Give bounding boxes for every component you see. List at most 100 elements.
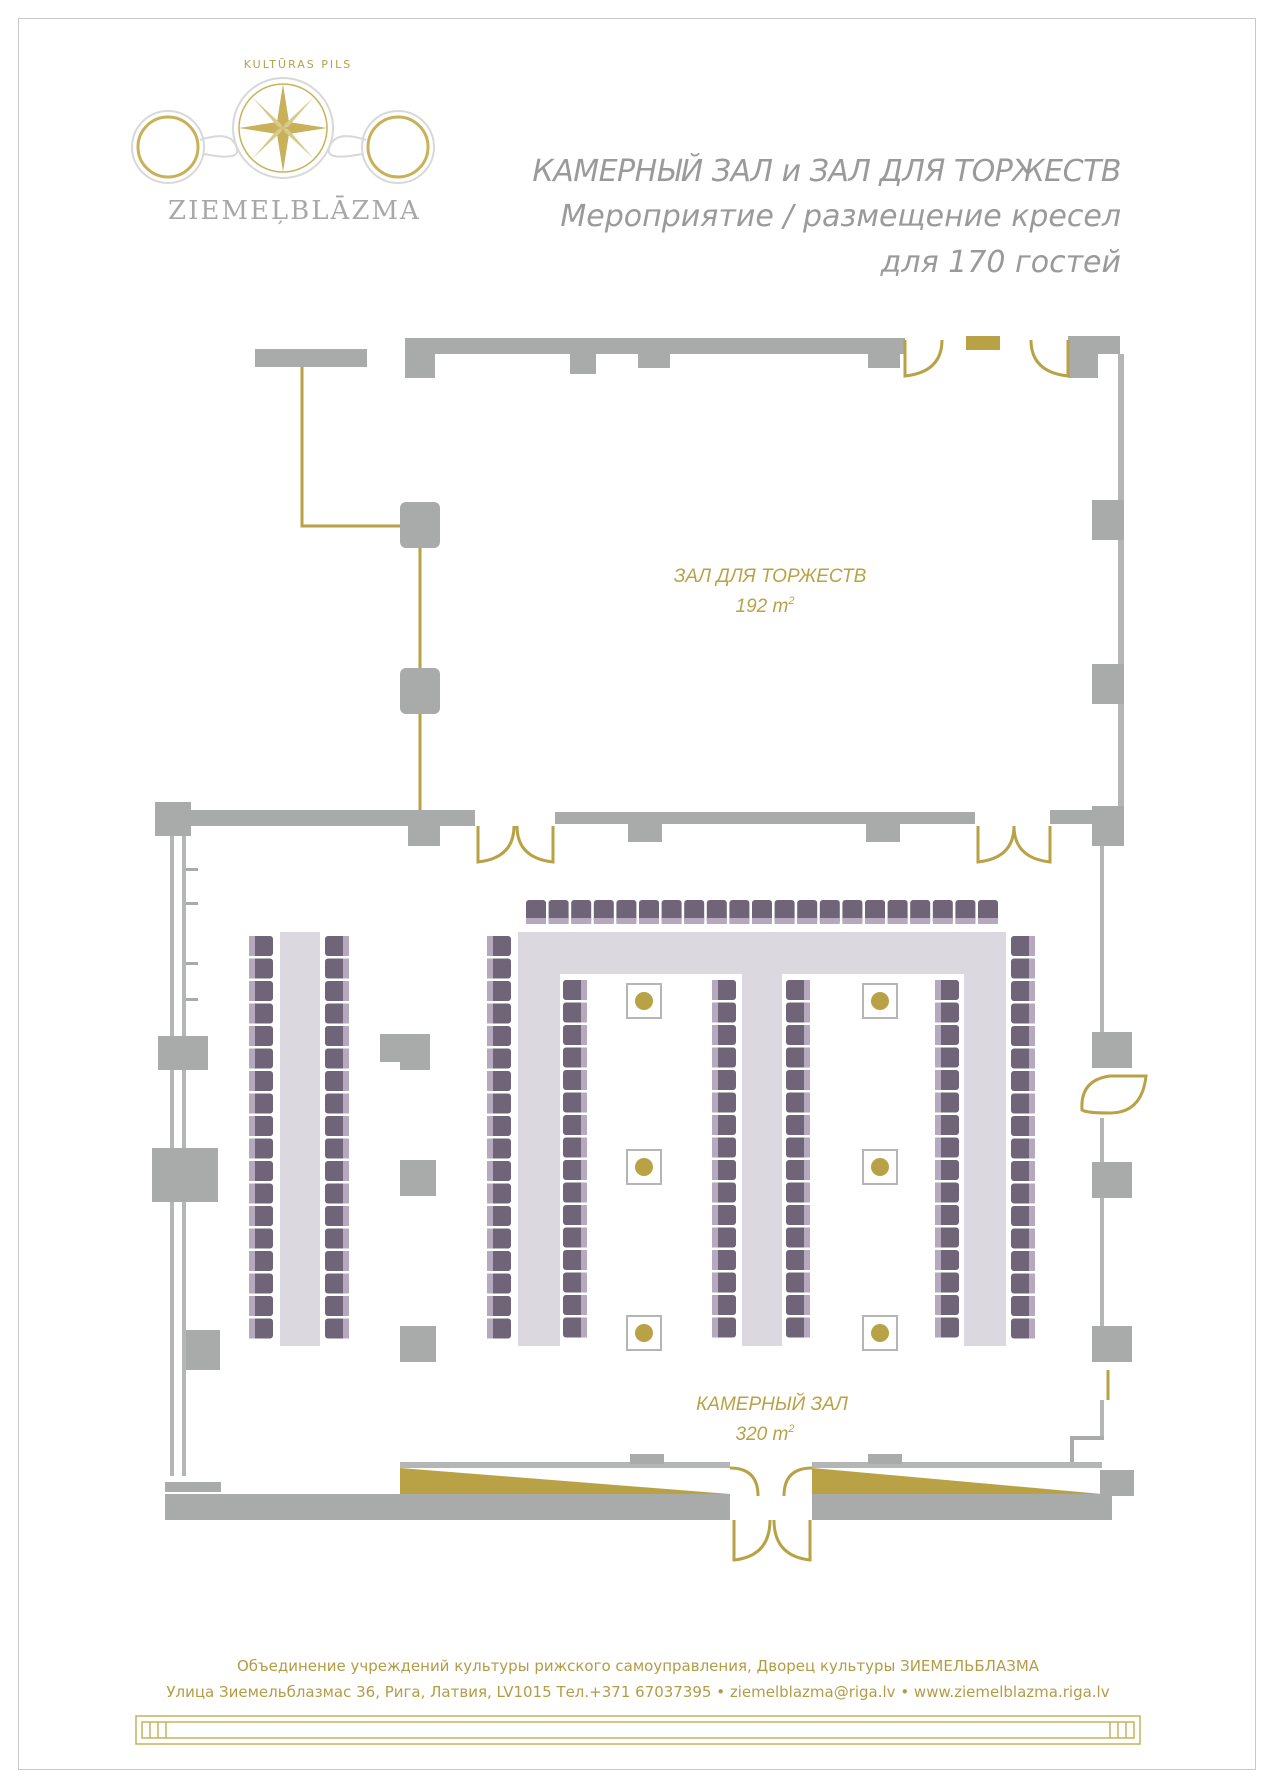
chair — [1011, 1026, 1035, 1046]
chair — [487, 1048, 511, 1069]
chair — [548, 900, 569, 924]
logo-emblem — [131, 77, 435, 184]
chair — [712, 1317, 736, 1338]
chair — [325, 1071, 349, 1091]
chair — [487, 1273, 511, 1294]
chair — [325, 958, 349, 979]
logo-arc-text: KULTŪRAS PILS — [243, 58, 353, 71]
chair — [910, 900, 931, 924]
chair — [935, 1250, 959, 1270]
chair — [932, 900, 953, 924]
chair — [563, 1070, 587, 1090]
chair — [842, 900, 863, 924]
chair — [1011, 1116, 1035, 1136]
chair — [786, 1272, 810, 1293]
chair — [935, 1025, 959, 1045]
chair — [786, 1137, 810, 1158]
chair — [325, 1296, 349, 1316]
chair — [684, 900, 705, 924]
chair — [1011, 1251, 1035, 1271]
chair — [563, 1205, 587, 1225]
chair — [712, 1250, 736, 1270]
chair — [325, 1093, 349, 1114]
lower-room-name: КАМЕРНЫЙ ЗАЛ — [696, 1393, 849, 1415]
chair — [325, 1026, 349, 1046]
chair — [1011, 1206, 1035, 1226]
chair — [487, 1026, 511, 1046]
chair — [563, 980, 587, 1000]
chair — [712, 1137, 736, 1158]
lower-room-area: 320 m2 — [736, 1423, 795, 1445]
chair — [1011, 958, 1035, 979]
chair — [571, 900, 592, 924]
chair — [563, 1250, 587, 1270]
chair — [249, 1183, 273, 1204]
chair — [487, 1296, 511, 1316]
chair — [935, 1070, 959, 1090]
chair — [325, 936, 349, 956]
chairs-layer — [249, 900, 1035, 1339]
chair — [712, 1092, 736, 1113]
chair — [786, 1182, 810, 1203]
chair — [978, 900, 998, 924]
chair — [325, 1116, 349, 1136]
columns — [626, 983, 898, 1351]
chair — [935, 1272, 959, 1293]
chair — [487, 1093, 511, 1114]
chair — [487, 1071, 511, 1091]
chair — [487, 981, 511, 1001]
chair — [1011, 1138, 1035, 1159]
chair — [1011, 1318, 1035, 1339]
chair — [487, 1161, 511, 1181]
doors — [300, 336, 1148, 1562]
chair — [563, 1317, 587, 1338]
chair — [249, 1093, 273, 1114]
chair — [249, 936, 273, 956]
chair — [955, 900, 976, 924]
chair — [487, 958, 511, 979]
chair — [935, 1295, 959, 1315]
chair — [1011, 1296, 1035, 1316]
chair — [1011, 1071, 1035, 1091]
chair — [563, 1295, 587, 1315]
page-frame — [18, 18, 1256, 1770]
chair — [786, 1115, 810, 1135]
upper-room-area: 192 m2 — [736, 595, 795, 617]
chair — [249, 1138, 273, 1159]
chair — [325, 1183, 349, 1204]
chair — [487, 1206, 511, 1226]
chair — [661, 900, 682, 924]
chair — [786, 1160, 810, 1180]
chair — [249, 981, 273, 1001]
chair — [712, 980, 736, 1000]
chair — [1011, 1273, 1035, 1294]
chair — [563, 1137, 587, 1158]
chair — [752, 900, 772, 924]
chair — [786, 1250, 810, 1270]
upper-room-name: ЗАЛ ДЛЯ ТОРЖЕСТВ — [674, 566, 867, 587]
chair — [249, 1161, 273, 1181]
footer-organization: Объединение учреждений культуры рижского… — [236, 1657, 1040, 1675]
chair — [1011, 1183, 1035, 1204]
chair — [563, 1092, 587, 1113]
chair — [935, 1205, 959, 1225]
chair — [1011, 1003, 1035, 1024]
chair — [712, 1227, 736, 1248]
chair — [639, 900, 659, 924]
chair — [887, 900, 908, 924]
chair — [249, 1048, 273, 1069]
footer-contacts: Улица Зиемельблазмас 36, Рига, Латвия, L… — [166, 1683, 1110, 1701]
chair — [712, 1070, 736, 1090]
chair — [563, 1160, 587, 1180]
page-title: КАМЕРНЫЙ ЗАЛ и ЗАЛ ДЛЯ ТОРЖЕСТВ Мероприя… — [532, 150, 1121, 286]
chair — [563, 1047, 587, 1068]
chair — [325, 1048, 349, 1069]
chair — [1011, 1228, 1035, 1249]
walls — [152, 336, 1134, 1520]
chair — [712, 1205, 736, 1225]
chair — [712, 1272, 736, 1293]
chair — [487, 1003, 511, 1024]
chair — [325, 981, 349, 1001]
chair — [935, 1182, 959, 1203]
chair — [487, 1116, 511, 1136]
